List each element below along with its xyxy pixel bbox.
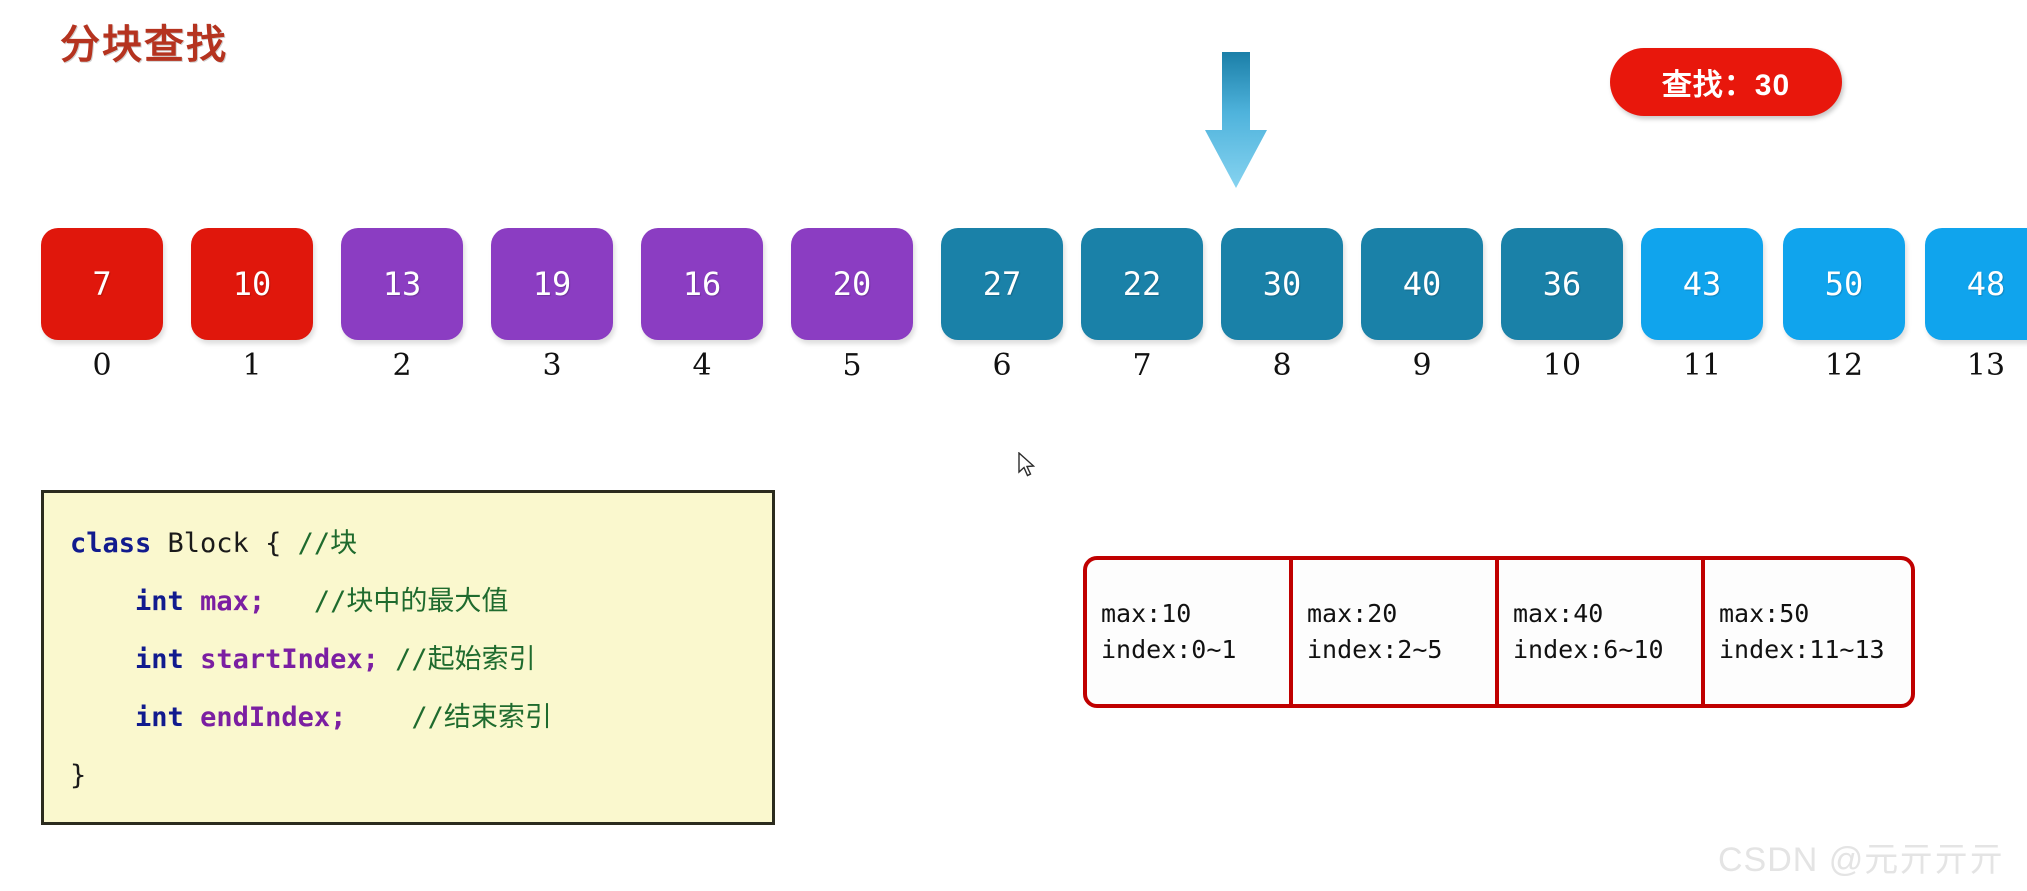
block-entry-2[interactable]: max:40 index:6~10: [1499, 560, 1705, 704]
array-cell-12[interactable]: 50 12: [1783, 228, 1905, 383]
code-identifier: endIndex;: [183, 702, 363, 733]
code-keyword: int: [135, 644, 184, 675]
array-cell-3[interactable]: 19 3: [491, 228, 613, 383]
array-cell-2[interactable]: 13 2: [341, 228, 463, 383]
code-keyword: int: [135, 586, 184, 617]
cell-value: 43: [1682, 265, 1722, 303]
index-label-9: 9: [1412, 348, 1432, 383]
block-max: max:40: [1513, 599, 1604, 628]
cell-value: 36: [1542, 265, 1582, 303]
block-entry-1[interactable]: max:20 index:2~5: [1293, 560, 1499, 704]
array-cell-13[interactable]: 48 13: [1925, 228, 2027, 383]
block-max: max:10: [1101, 599, 1192, 628]
array-cell-11[interactable]: 43 11: [1641, 228, 1763, 383]
cell-value: 50: [1824, 265, 1864, 303]
index-label-13: 13: [1966, 348, 2006, 383]
cell-value: 30: [1262, 265, 1302, 303]
block-entry-3[interactable]: max:50 index:11~13: [1705, 560, 1911, 704]
cell-value: 10: [232, 265, 272, 303]
cell-value: 19: [532, 265, 572, 303]
array-cell-9[interactable]: 40 9: [1361, 228, 1483, 383]
index-label-3: 3: [542, 348, 562, 383]
mouse-pointer-icon: [1018, 451, 1038, 480]
code-block: class Block { //块 int max; //块中的最大值 int …: [41, 490, 775, 825]
block-index-range: index:6~10: [1513, 635, 1664, 664]
index-label-1: 1: [242, 348, 262, 383]
index-label-8: 8: [1272, 348, 1292, 383]
code-identifier: startIndex;: [183, 644, 396, 675]
block-index-range: index:2~5: [1307, 635, 1443, 664]
array-cell-10[interactable]: 36 10: [1501, 228, 1623, 383]
cell-value: 40: [1402, 265, 1442, 303]
block-index-table: max:10 index:0~1 max:20 index:2~5 max:40…: [1083, 556, 1915, 708]
block-max: max:50: [1719, 599, 1810, 628]
code-line-4: int endIndex; //结束索引: [70, 689, 746, 747]
index-label-2: 2: [392, 348, 412, 383]
cell-value: 20: [832, 265, 872, 303]
code-comment: //起始索引: [395, 644, 536, 675]
cell-value: 22: [1122, 265, 1162, 303]
cell-value: 7: [92, 265, 112, 303]
code-comment: //结束索引: [362, 702, 552, 733]
search-target-label: 查找：30: [1661, 69, 1791, 102]
block-index-range: index:11~13: [1719, 635, 1885, 664]
code-line-3: int startIndex; //起始索引: [70, 631, 746, 689]
index-label-11: 11: [1682, 348, 1722, 383]
array-cell-6[interactable]: 27 6: [941, 228, 1063, 383]
index-label-4: 4: [692, 348, 712, 383]
cell-value: 48: [1966, 265, 2006, 303]
block-max: max:20: [1307, 599, 1398, 628]
index-label-6: 6: [992, 348, 1012, 383]
code-identifier: max;: [183, 586, 282, 617]
code-comment: //块: [297, 528, 358, 559]
watermark: CSDN @元亓亓亓: [1718, 841, 2005, 879]
code-comment: //块中的最大值: [281, 586, 509, 617]
code-line-1: class Block { //块: [70, 515, 746, 573]
page-title: 分块查找: [60, 23, 228, 67]
code-line-5: }: [70, 747, 746, 805]
array-cell-1[interactable]: 10 1: [191, 228, 313, 383]
index-label-0: 0: [92, 348, 112, 383]
array-cell-7[interactable]: 22 7: [1081, 228, 1203, 383]
index-label-12: 12: [1824, 348, 1864, 383]
array-cell-4[interactable]: 16 4: [641, 228, 763, 383]
index-label-7: 7: [1132, 348, 1152, 383]
search-target-badge: 查找：30: [1610, 48, 1842, 116]
cell-value: 13: [382, 265, 422, 303]
block-index-range: index:0~1: [1101, 635, 1237, 664]
index-label-10: 10: [1542, 348, 1582, 383]
array-cell-8[interactable]: 30 8: [1221, 228, 1343, 383]
array-cell-5[interactable]: 20 5: [791, 228, 913, 383]
code-identifier: Block {: [151, 528, 298, 559]
code-keyword: int: [135, 702, 184, 733]
code-brace: }: [70, 760, 87, 791]
block-entry-0[interactable]: max:10 index:0~1: [1087, 560, 1293, 704]
cell-value: 27: [982, 265, 1022, 303]
code-keyword: class: [70, 528, 152, 559]
cell-value: 16: [682, 265, 722, 303]
index-label-5: 5: [842, 348, 862, 383]
arrow-down-icon: [1203, 50, 1269, 190]
code-line-2: int max; //块中的最大值: [70, 573, 746, 631]
